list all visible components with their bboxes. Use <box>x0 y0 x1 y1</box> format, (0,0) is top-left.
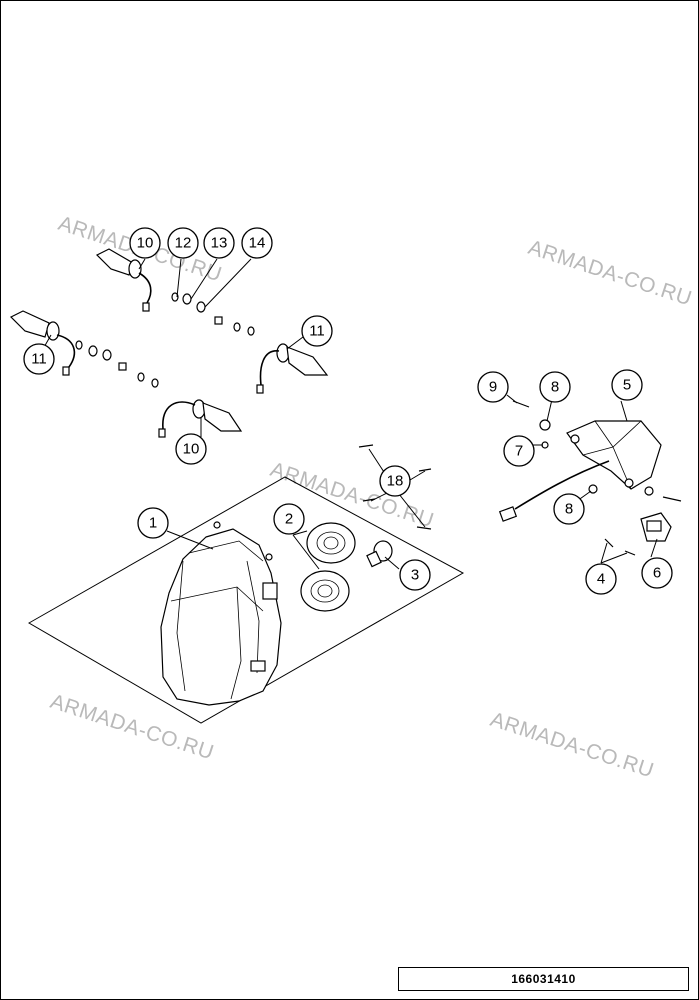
svg-text:14: 14 <box>249 235 266 252</box>
screws-4 <box>604 538 636 556</box>
callout-2[interactable]: 2 <box>273 503 305 535</box>
callout-5[interactable]: 5 <box>611 369 643 401</box>
svg-text:18: 18 <box>387 473 404 490</box>
watermark-text: ARMADA-CO.RU <box>487 708 656 783</box>
watermarks: ARMADA-CO.RU ARMADA-CO.RU ARMADA-CO.RU A… <box>47 212 694 783</box>
watermark-text: ARMADA-CO.RU <box>525 236 694 311</box>
callout-14[interactable]: 14 <box>241 227 273 259</box>
callout-10-upper[interactable]: 10 <box>129 227 161 259</box>
turn-signal-front-left <box>95 248 152 312</box>
callout-13[interactable]: 13 <box>203 227 235 259</box>
screws-18 <box>358 444 432 530</box>
svg-text:2: 2 <box>285 511 293 528</box>
callout-1[interactable]: 1 <box>137 507 169 539</box>
svg-text:9: 9 <box>489 379 497 396</box>
bulb <box>366 540 393 568</box>
callout-8-lower[interactable]: 8 <box>553 493 585 525</box>
svg-text:11: 11 <box>309 323 325 340</box>
headlight-assembly <box>27 476 465 724</box>
svg-text:4: 4 <box>597 571 605 588</box>
washers-and-nuts <box>75 292 255 388</box>
callout-12[interactable]: 12 <box>167 227 199 259</box>
svg-text:11: 11 <box>31 351 47 368</box>
callout-3[interactable]: 3 <box>399 559 431 591</box>
mounting-tab <box>262 582 278 600</box>
document-number: 166031410 <box>511 972 576 986</box>
svg-text:7: 7 <box>515 443 523 460</box>
mounting-tab <box>250 660 266 672</box>
svg-text:6: 6 <box>653 565 661 582</box>
tail-light-assembly <box>498 400 682 522</box>
license-plate-light <box>640 512 672 542</box>
svg-text:1: 1 <box>149 515 157 532</box>
callout-4[interactable]: 4 <box>585 563 617 595</box>
callout-11-left[interactable]: 11 <box>23 343 55 375</box>
turn-signal-rear-right <box>256 343 329 394</box>
turn-signal-front-right <box>9 310 76 376</box>
callout-11-right[interactable]: 11 <box>301 315 333 347</box>
svg-text:10: 10 <box>183 441 200 458</box>
callout-6[interactable]: 6 <box>641 557 673 589</box>
document-number-box: 166031410 <box>398 967 689 991</box>
svg-text:10: 10 <box>137 235 154 252</box>
svg-text:8: 8 <box>565 501 573 518</box>
turn-signal-rear-left <box>158 399 243 438</box>
callout-7[interactable]: 7 <box>503 435 535 467</box>
callout-9[interactable]: 9 <box>477 371 509 403</box>
svg-text:13: 13 <box>211 235 228 252</box>
svg-text:12: 12 <box>175 235 192 252</box>
callout-8-upper[interactable]: 8 <box>539 371 571 403</box>
svg-text:5: 5 <box>623 377 631 394</box>
bulb-holders <box>300 522 356 612</box>
callouts: 1 2 3 4 5 6 7 8 8 9 10 10 11 11 12 13 14… <box>23 227 673 595</box>
callout-10-lower[interactable]: 10 <box>175 433 207 465</box>
svg-text:8: 8 <box>551 379 559 396</box>
callout-18[interactable]: 18 <box>379 465 411 497</box>
svg-text:3: 3 <box>411 567 419 584</box>
